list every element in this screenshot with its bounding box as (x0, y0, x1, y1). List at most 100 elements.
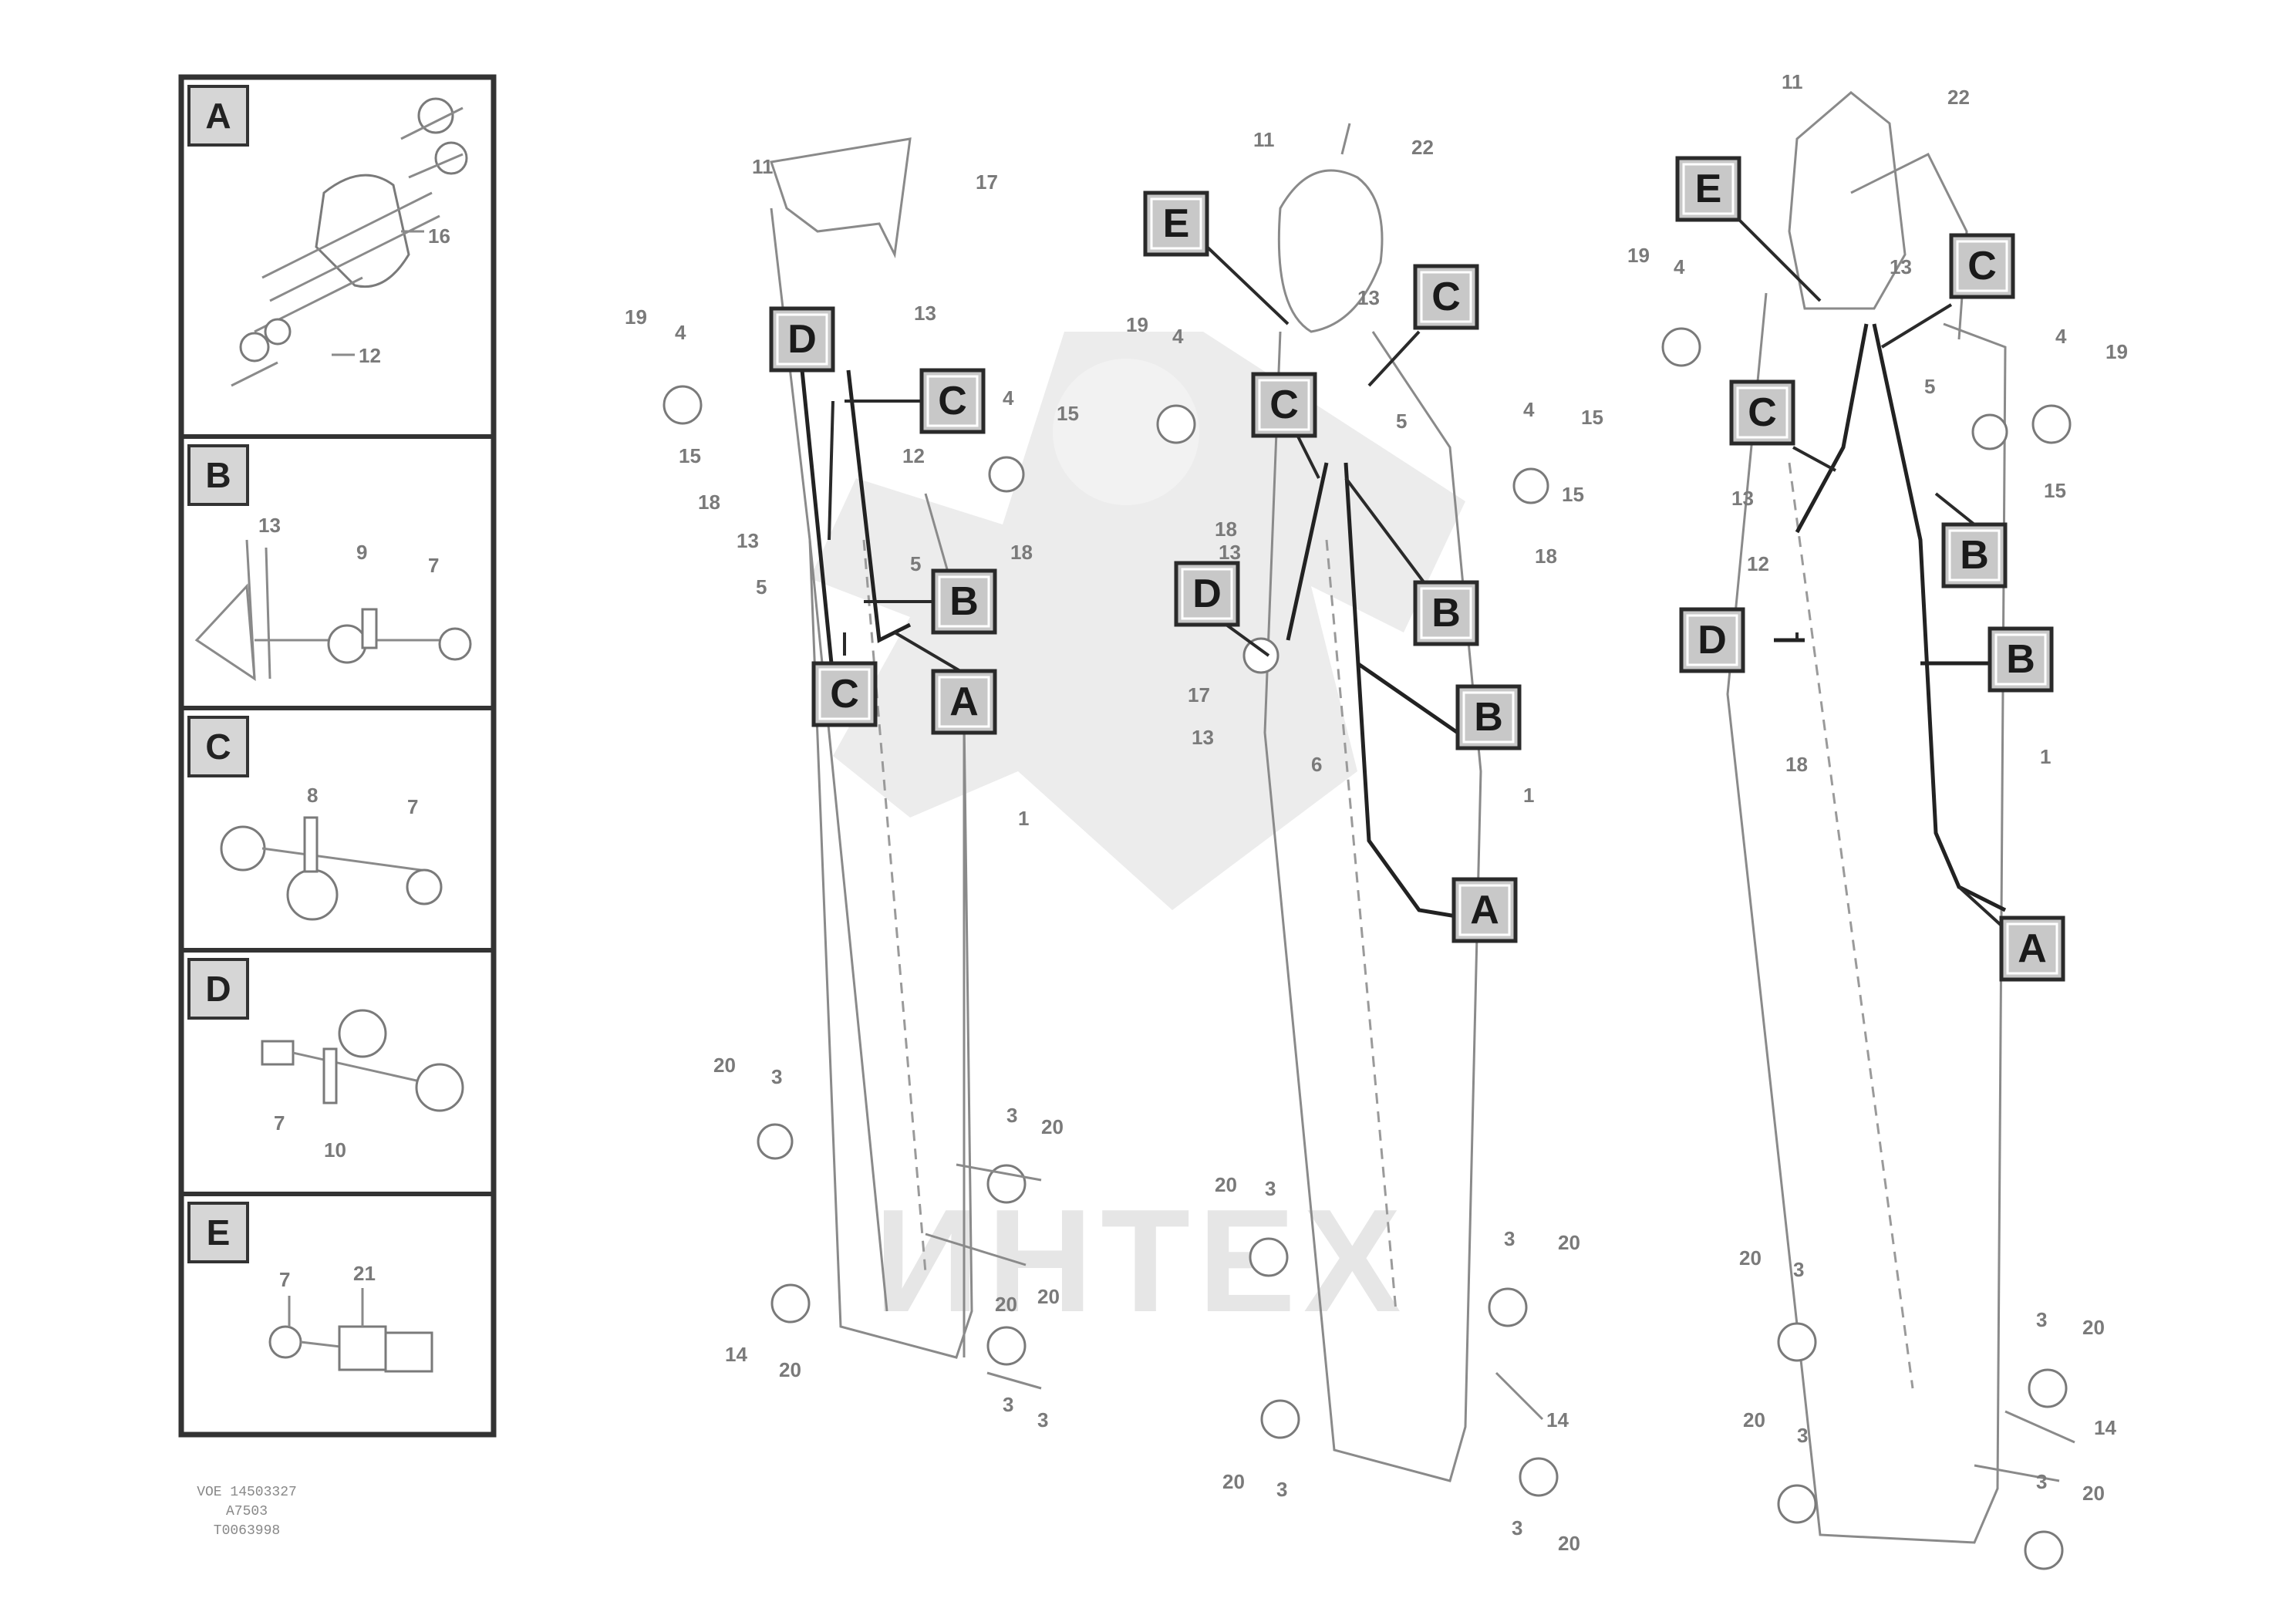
part-number: 4 (1172, 325, 1184, 348)
callout-b: B (1941, 522, 2008, 588)
legend-letter-a: A (205, 96, 231, 136)
part-number: 22 (1947, 86, 1970, 109)
part-number: 13 (1219, 541, 1241, 564)
part-number: 20 (1739, 1246, 1762, 1270)
legend-a-part-number: 16 (428, 224, 450, 248)
part-number: 11 (1253, 128, 1275, 151)
svg-text:D: D (1192, 572, 1222, 616)
part-number: 20 (1558, 1532, 1580, 1555)
legend-panel-d: D 7 10 (187, 958, 464, 1162)
part-number: 20 (2082, 1316, 2105, 1339)
part-number: 4 (675, 321, 686, 344)
callout-c: C (1949, 233, 2015, 299)
clamp-assembly-icon (231, 97, 468, 387)
callout-c: C (1251, 372, 1317, 438)
svg-text:C: C (1269, 383, 1299, 427)
callout-c: C (919, 368, 986, 434)
legend-b-part-number: 7 (428, 554, 439, 577)
legend-c-part-number: 8 (307, 784, 318, 807)
document-id-line-1: VOE 14503327 (197, 1485, 297, 1500)
callout-d: D (1679, 607, 1745, 673)
part-number: 17 (976, 170, 998, 194)
callout-b: B (1455, 684, 1522, 750)
boom-view-1: 11 17 13 19 4 15 4 18 13 5 15 18 12 5 1 … (625, 137, 1079, 1431)
part-number: 5 (910, 552, 921, 575)
legend-letter-c: C (205, 727, 231, 767)
boom-view-3: 11 22 19 4 13 4 19 5 15 13 12 18 1 20 3 … (1627, 70, 2128, 1570)
part-number: 3 (1504, 1227, 1515, 1250)
callout-a: A (931, 669, 997, 735)
svg-text:E: E (1695, 167, 1722, 211)
svg-text:D: D (787, 317, 817, 362)
part-number: 5 (1396, 410, 1407, 433)
legend-letter-e: E (207, 1212, 231, 1253)
svg-text:B: B (1960, 533, 1989, 578)
part-number: 22 (1411, 136, 1434, 159)
part-number: 15 (1581, 406, 1603, 429)
clamp-c-icon (220, 816, 443, 921)
legend-panel-c: C 8 7 (187, 716, 443, 921)
callout-b: B (1988, 626, 2054, 693)
legend-a-part-number: 12 (359, 344, 381, 367)
svg-text:C: C (1967, 244, 1997, 288)
part-number: 19 (2106, 340, 2128, 363)
clip-assembly-icon (194, 539, 472, 681)
part-number: 14 (1546, 1408, 1569, 1431)
part-number: 11 (752, 155, 774, 178)
svg-text:C: C (1431, 275, 1461, 319)
legend-d-part-number: 7 (274, 1111, 285, 1135)
part-number: 14 (2094, 1416, 2116, 1439)
legend-letter-d: D (205, 969, 231, 1009)
part-number: 15 (2044, 479, 2066, 502)
legend-panel: A 16 12 B (178, 74, 497, 1438)
callout-a: A (1999, 916, 2065, 982)
part-number: 1 (1018, 807, 1029, 830)
part-number: 4 (2055, 325, 2067, 348)
part-number: 5 (756, 575, 767, 599)
svg-text:C: C (1748, 390, 1777, 435)
part-number: 13 (1890, 255, 1912, 278)
part-number: 20 (1037, 1285, 1060, 1308)
part-number: 20 (1215, 1173, 1237, 1196)
svg-text:E: E (1163, 201, 1190, 246)
callout-c: C (1413, 264, 1479, 330)
part-number: 6 (1311, 753, 1322, 776)
part-number: 13 (737, 529, 759, 552)
callout-b: B (931, 568, 997, 635)
part-number: 11 (1782, 70, 1803, 93)
part-number: 20 (1041, 1115, 1064, 1138)
part-number: 20 (779, 1358, 801, 1381)
callout-d: D (1174, 561, 1240, 627)
part-number: 3 (1006, 1104, 1017, 1127)
callout-e: E (1143, 191, 1209, 257)
part-number: 15 (1057, 402, 1079, 425)
legend-b-part-number: 9 (356, 541, 367, 564)
svg-text:B: B (1474, 695, 1503, 740)
legend-e-part-number: 21 (353, 1262, 376, 1285)
part-number: 13 (1357, 286, 1380, 309)
svg-text:D: D (1698, 618, 1727, 663)
document-id-line-3: T0063998 (213, 1523, 281, 1539)
svg-text:C: C (830, 672, 859, 717)
part-number: 3 (1003, 1393, 1013, 1416)
part-number: 18 (1215, 518, 1237, 541)
part-number: 3 (1037, 1408, 1048, 1431)
legend-panel-a: A 16 12 (187, 85, 468, 387)
clamp-d-icon (261, 1009, 464, 1112)
part-number: 18 (1535, 545, 1557, 568)
part-number: 18 (1010, 541, 1033, 564)
part-number: 19 (625, 305, 647, 329)
callout-d: D (769, 306, 835, 373)
svg-text:B: B (949, 579, 979, 624)
part-number: 3 (2036, 1308, 2047, 1331)
part-number: 4 (1523, 398, 1535, 421)
part-number: 17 (1188, 683, 1210, 706)
part-number: 20 (1743, 1408, 1765, 1431)
watermark-text: ИНТЕХ (874, 1179, 1408, 1343)
svg-text:A: A (2018, 926, 2047, 971)
svg-text:A: A (1470, 888, 1499, 932)
part-number: 20 (1222, 1470, 1245, 1493)
part-number: 3 (2036, 1470, 2047, 1493)
legend-letter-b: B (205, 455, 231, 495)
